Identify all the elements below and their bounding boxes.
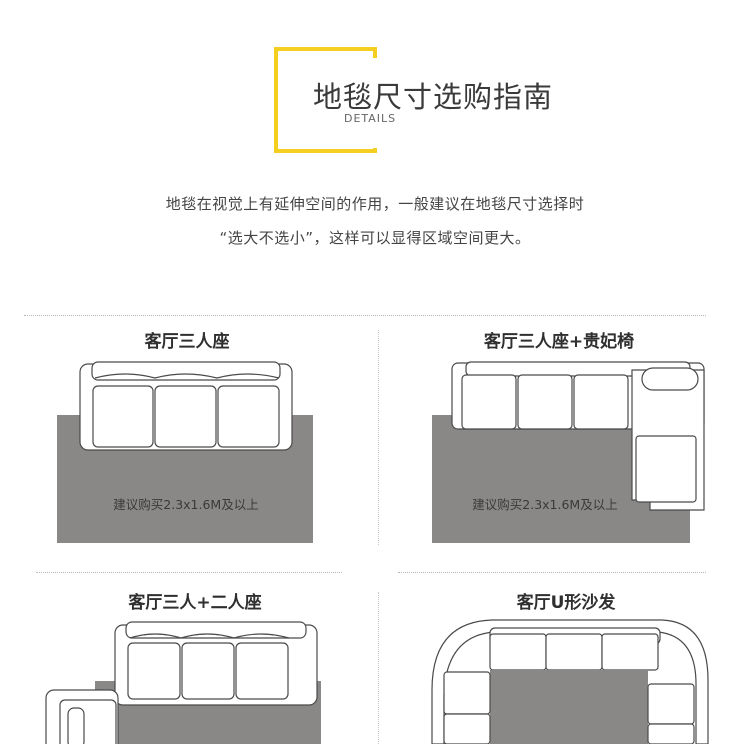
panel-label-three-seat: 客厅三人座 (144, 332, 230, 352)
description-line-2: “选大不选小”，这样可以显得区域空间更大。 (219, 229, 531, 247)
sofa-chaise-icon (451, 361, 705, 511)
panel-label-three-seat-chaise: 客厅三人座+贵妃椅 (483, 332, 635, 352)
sofa-three-seat-icon (79, 361, 293, 451)
rug-size-recommendation-1: 建议购买2.3x1.6M及以上 (113, 497, 259, 512)
divider-middle-left (36, 572, 342, 573)
rug-size-recommendation-2: 建议购买2.3x1.6M及以上 (472, 497, 618, 512)
description-line-1: 地毯在视觉上有延伸空间的作用，一般建议在地毯尺寸选择时 (165, 195, 585, 213)
divider-vertical-lower (378, 592, 379, 744)
page-title: 地毯尺寸选购指南 (313, 80, 554, 114)
title-frame-gap (300, 58, 560, 148)
divider-middle-right (398, 572, 706, 573)
panel-label-three-plus-two: 客厅三人+二人座 (128, 593, 262, 613)
sofa-u-shape-icon (431, 619, 709, 744)
sofa-three-plus-two-icon (45, 621, 318, 744)
divider-vertical-upper (378, 330, 379, 545)
panel-label-u-shape: 客厅U形沙发 (516, 593, 616, 613)
page-subtitle: DETAILS (344, 112, 397, 125)
divider-top (24, 315, 706, 316)
